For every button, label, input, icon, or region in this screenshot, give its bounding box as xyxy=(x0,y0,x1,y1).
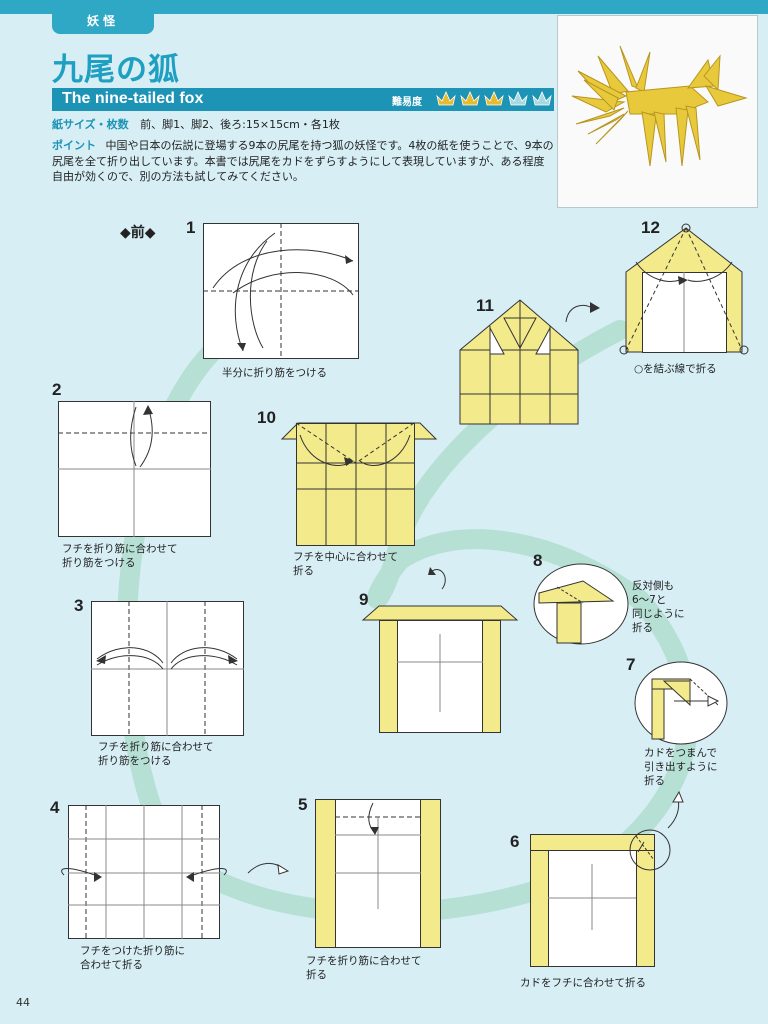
paper-spec-label: 紙サイズ・枚数 xyxy=(52,118,129,131)
fox-illustration xyxy=(571,45,748,167)
step-number: 3 xyxy=(74,596,84,615)
page-title: 九尾の狐 xyxy=(52,52,180,88)
point-text: 中国や日本の伝説に登場する9本の尻尾を持つ狐の妖怪です。4枚の紙を使うことで、9… xyxy=(52,139,554,183)
step-number: 6 xyxy=(510,832,520,851)
step-4-diagram xyxy=(61,805,227,939)
step-10-caption: フチを中心に合わせて 折る xyxy=(293,551,398,577)
next-step-arrow xyxy=(247,863,290,875)
step-number: 2 xyxy=(52,380,62,399)
step-number: 4 xyxy=(50,798,60,817)
step-number: 9 xyxy=(359,590,369,609)
step-number: 1 xyxy=(186,218,196,237)
step-number: 11 xyxy=(476,296,494,315)
step-7-caption: カドをつまんで 引き出すように 折る xyxy=(644,747,718,787)
step-number: 10 xyxy=(257,408,276,427)
english-title: The nine-tailed fox xyxy=(62,90,204,107)
step-3-caption: フチを折り筋に合わせて 折り筋をつける xyxy=(98,741,214,767)
point-note: ポイント 中国や日本の伝説に登場する9本の尻尾を持つ狐の妖怪です。4枚の紙を使う… xyxy=(52,138,554,185)
paper-spec-value: 前、脚1、脚2、後ろ:15×15cm・各1枚 xyxy=(140,118,340,131)
paper-spec: 紙サイズ・枚数 前、脚1、脚2、後ろ:15×15cm・各1枚 xyxy=(52,116,340,132)
step-4-caption: フチをつけた折り筋に 合わせて折る xyxy=(80,945,185,971)
step-9-diagram xyxy=(361,605,519,733)
next-step-arrow xyxy=(667,790,684,829)
step-6-diagram xyxy=(530,829,671,967)
crown-icon xyxy=(532,91,552,106)
finished-fox-photo xyxy=(557,15,758,208)
step-6-caption: カドをフチに合わせて折る xyxy=(520,977,646,989)
step-12-caption: ○を結ぶ線で折る xyxy=(634,363,717,375)
step-11-diagram xyxy=(459,299,579,425)
point-label: ポイント xyxy=(52,139,96,152)
step-7-diagram xyxy=(634,661,728,745)
step-2-diagram xyxy=(58,401,211,537)
step-10-diagram xyxy=(280,422,438,546)
crown-icon xyxy=(484,91,504,106)
step-1-diagram xyxy=(203,223,359,359)
section-label: ◆前◆ xyxy=(120,225,156,241)
title-bar: The nine-tailed fox 難易度 xyxy=(52,88,554,111)
step-5-caption: フチを折り筋に合わせて 折る xyxy=(306,955,422,981)
crown-icon xyxy=(436,91,456,106)
header-bar xyxy=(0,0,768,14)
step-8-caption: 反対側も 6〜7と 同じように 折る xyxy=(632,580,685,634)
step-number: 12 xyxy=(641,218,660,237)
step-number: 8 xyxy=(533,551,543,570)
crown-icon xyxy=(508,91,528,106)
difficulty-label: 難易度 xyxy=(392,97,422,108)
flip-arrow xyxy=(565,302,600,323)
page-number: 44 xyxy=(16,996,30,1009)
crown-icon xyxy=(460,91,480,106)
step-8-diagram xyxy=(533,563,629,645)
step-12-diagram xyxy=(619,223,749,355)
step-1-caption: 半分に折り筋をつける xyxy=(222,367,327,379)
step-3-diagram xyxy=(91,601,244,736)
category-tab: 妖怪 xyxy=(52,8,154,34)
step-2-caption: フチを折り筋に合わせて 折り筋をつける xyxy=(62,543,178,569)
step-5-diagram xyxy=(315,799,441,948)
difficulty-rating xyxy=(436,90,552,107)
step-number: 7 xyxy=(626,655,636,674)
step-number: 5 xyxy=(298,795,308,814)
flip-arrow xyxy=(428,567,446,590)
